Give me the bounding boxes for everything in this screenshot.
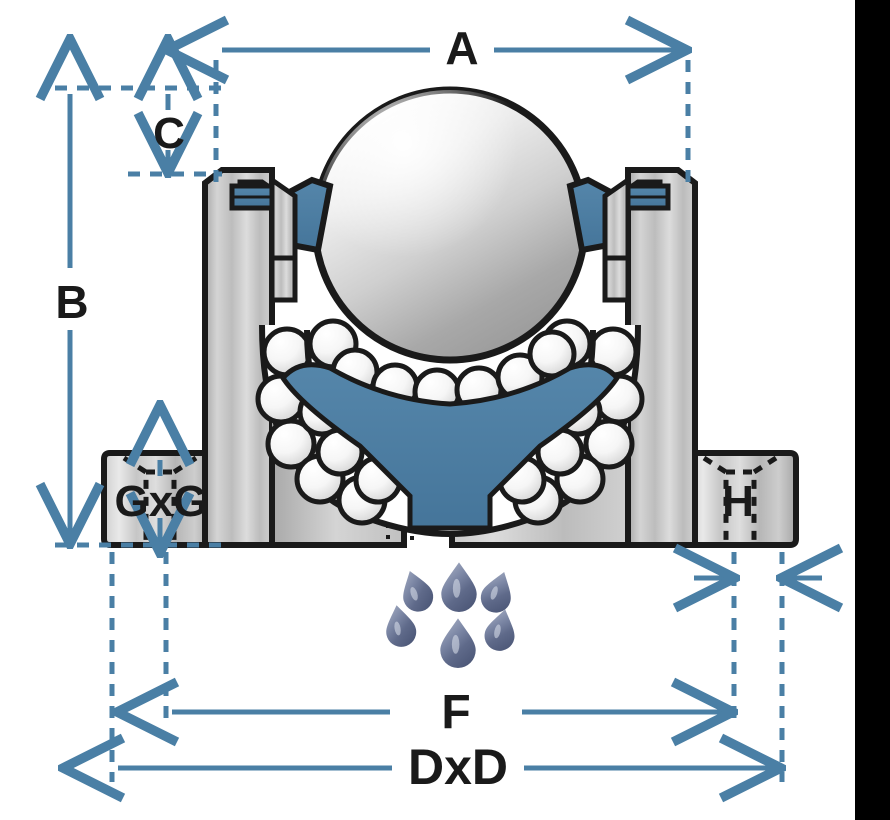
retaining-clip-right [625, 183, 671, 211]
diagram-canvas: A B C GxG H [0, 0, 855, 820]
housing-ledge-left [269, 255, 298, 303]
dimension-GxG: F [172, 686, 728, 739]
main-load-ball [311, 86, 589, 364]
ball-highlight [315, 90, 585, 360]
ball-race-assembly [255, 318, 645, 538]
dimension-label-H: H [722, 477, 754, 526]
dimension-DxD: DxD [118, 739, 776, 795]
dimension-label-F: GxG [115, 477, 208, 526]
drain-droplets [386, 562, 515, 668]
dimension-A: A [222, 22, 682, 74]
retaining-clip-left [229, 183, 275, 211]
seal-carrier-right [602, 175, 631, 261]
dimension-label-B: B [55, 276, 88, 328]
seal-carrier-left [269, 175, 298, 261]
housing-ledge-right [602, 255, 631, 303]
droplet [440, 618, 476, 668]
dimension-label-GxG: F [441, 686, 470, 739]
droplet [480, 571, 511, 613]
dimension-label-A: A [445, 22, 478, 74]
seal-assembly [229, 175, 671, 261]
droplet [386, 605, 417, 647]
dimension-H: H [722, 477, 754, 526]
dimension-F: GxG [115, 460, 208, 548]
dimension-C: C [153, 94, 185, 168]
technical-drawing: A B C GxG H [35, 15, 844, 803]
droplet [403, 570, 434, 612]
droplet [441, 562, 477, 612]
dimension-label-DxD: DxD [408, 739, 508, 795]
dimension-label-C: C [153, 109, 185, 158]
ball-row-outer [255, 318, 645, 526]
inner-race-insert [279, 362, 621, 531]
droplet [484, 609, 515, 651]
dimension-B: B [55, 94, 88, 539]
